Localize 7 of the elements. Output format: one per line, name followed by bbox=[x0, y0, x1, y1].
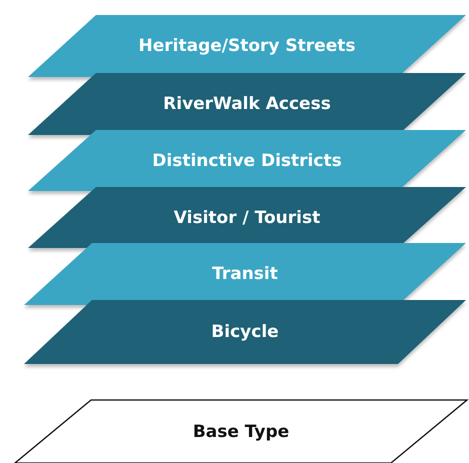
layer-label: Heritage/Story Streets bbox=[138, 36, 356, 56]
layer-label: Distinctive Districts bbox=[152, 150, 342, 170]
layer-label: Base Type bbox=[192, 422, 290, 442]
layer-label: RiverWalk Access bbox=[163, 94, 331, 114]
layer-label: Transit bbox=[212, 264, 278, 284]
layer-label: Bicycle bbox=[211, 322, 279, 342]
layer-label: Visitor / Tourist bbox=[174, 208, 320, 228]
